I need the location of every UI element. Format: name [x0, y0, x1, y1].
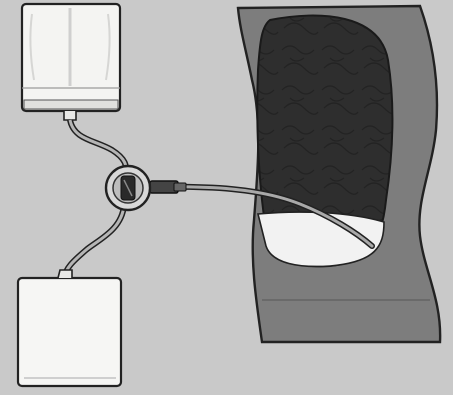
catheter-connector: [150, 181, 186, 193]
drain-bag-icon: [18, 278, 121, 386]
valve-connector-icon: [106, 166, 150, 210]
full-solution-bag: [22, 4, 120, 120]
abdomen-cross-section: [238, 6, 440, 342]
drain-bag: [18, 270, 121, 386]
